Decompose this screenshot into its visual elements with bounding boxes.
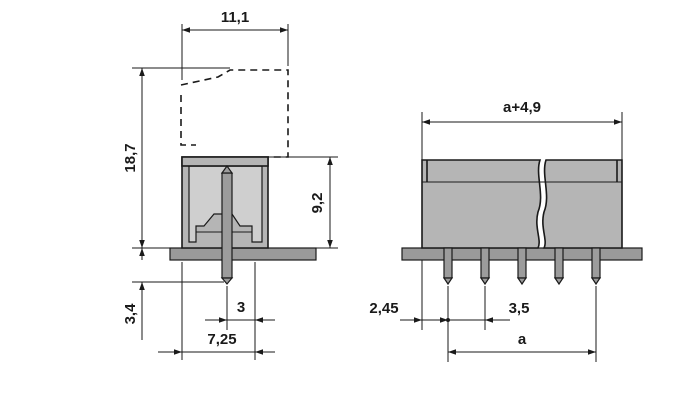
- pin-1: [443, 247, 453, 279]
- dim-height-total: 18,7: [122, 143, 139, 172]
- pin-side: [221, 172, 233, 279]
- front-view: a+4,9 2,45 3,5 a: [369, 99, 643, 362]
- side-pcb: [169, 247, 317, 261]
- dim-base-width: 7,25: [207, 331, 236, 348]
- mating-plug-outline: [180, 69, 289, 158]
- pin-5: [591, 247, 601, 279]
- dim-pitch: 3,5: [509, 300, 530, 317]
- dim-pin-below: 3,4: [122, 303, 139, 325]
- side-view: 11,1 18,7 9,2 3,4 3 7,25: [122, 9, 338, 360]
- dim-width-top: 11,1: [221, 9, 249, 26]
- pin-4: [554, 247, 564, 279]
- header-body-front: [421, 159, 623, 249]
- pin-3: [517, 247, 527, 279]
- pin-2: [480, 247, 490, 279]
- dim-first-offset: 2,45: [369, 300, 398, 317]
- dim-pin-offset: 3: [237, 299, 245, 316]
- header-top-rim: [181, 156, 269, 167]
- front-pins: [442, 247, 602, 286]
- dim-pin-span: a: [518, 331, 527, 348]
- dim-overall-length: a+4,9: [503, 99, 541, 116]
- dim-height-body: 9,2: [309, 193, 326, 214]
